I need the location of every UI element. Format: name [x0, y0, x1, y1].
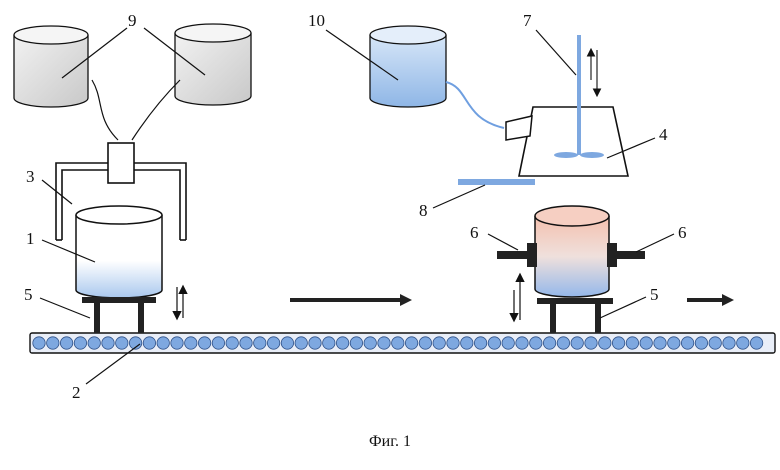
conveyor-roller	[254, 337, 266, 349]
conveyor-roller	[240, 337, 252, 349]
conveyor-roller	[723, 337, 735, 349]
conveyor-roller	[640, 337, 652, 349]
label-5-left: 5	[24, 285, 33, 304]
conveyor-roller	[392, 337, 404, 349]
hose-left	[92, 80, 118, 140]
figure-caption: Фиг. 1	[369, 433, 411, 450]
conveyor-roller	[737, 337, 749, 349]
label-6-right: 6	[678, 223, 687, 242]
conveyor-roller	[185, 337, 197, 349]
conveyor-roller	[502, 337, 514, 349]
label-10: 10	[308, 11, 325, 30]
label-9: 9	[128, 11, 137, 30]
conveyor-roller	[474, 337, 486, 349]
label-4: 4	[659, 125, 668, 144]
conveyor-roller	[543, 337, 555, 349]
conveyor-roller	[171, 337, 183, 349]
conveyor-roller	[654, 337, 666, 349]
label-6-left: 6	[470, 223, 479, 242]
conveyor-roller	[668, 337, 680, 349]
label-1: 1	[26, 229, 35, 248]
conveyor-belt	[30, 333, 775, 353]
conveyor-roller	[88, 337, 100, 349]
conveyor-roller	[681, 337, 693, 349]
tank-9-right	[175, 24, 251, 105]
conveyor-roller	[585, 337, 597, 349]
hose-blue	[446, 82, 504, 128]
conveyor-roller	[198, 337, 210, 349]
conveyor-roller	[419, 337, 431, 349]
lift-arrow-left	[177, 287, 183, 318]
clamp-6-left	[497, 243, 537, 267]
conveyor-roller	[378, 337, 390, 349]
lift-arrow-right	[514, 275, 520, 320]
conveyor-roller	[295, 337, 307, 349]
label-3: 3	[26, 167, 35, 186]
plate-8	[458, 179, 535, 185]
conveyor-roller	[488, 337, 500, 349]
conveyor-roller	[364, 337, 376, 349]
container-right	[535, 206, 609, 297]
mixer-vessel-4	[506, 107, 628, 176]
conveyor-roller	[102, 337, 114, 349]
conveyor-roller	[350, 337, 362, 349]
conveyor-roller	[143, 337, 155, 349]
conveyor-roller	[516, 337, 528, 349]
conveyor-roller	[336, 337, 348, 349]
conveyor-roller	[557, 337, 569, 349]
label-5-right: 5	[650, 285, 659, 304]
clamp-6-right	[607, 243, 645, 267]
conveyor-roller	[695, 337, 707, 349]
conveyor-roller	[626, 337, 638, 349]
conveyor-roller	[750, 337, 762, 349]
label-2: 2	[72, 383, 81, 402]
conveyor-roller	[447, 337, 459, 349]
conveyor-roller	[571, 337, 583, 349]
conveyor-roller	[60, 337, 72, 349]
conveyor-roller	[309, 337, 321, 349]
conveyor-roller	[405, 337, 417, 349]
conveyor-roller	[116, 337, 128, 349]
stirrer-arrow	[591, 50, 597, 95]
conveyor-roller	[612, 337, 624, 349]
stand-5-left	[82, 297, 156, 333]
stand-5-right	[537, 298, 613, 333]
conveyor-roller	[74, 337, 86, 349]
conveyor-roller	[157, 337, 169, 349]
transport-arrow	[290, 294, 412, 306]
exit-arrow	[687, 294, 734, 306]
conveyor-roller	[709, 337, 721, 349]
label-7: 7	[523, 11, 532, 30]
conveyor-roller	[433, 337, 445, 349]
conveyor-roller	[530, 337, 542, 349]
container-1	[76, 206, 162, 298]
conveyor-roller	[323, 337, 335, 349]
conveyor-roller	[281, 337, 293, 349]
conveyor-roller	[267, 337, 279, 349]
conveyor-roller	[47, 337, 59, 349]
conveyor-roller	[33, 337, 45, 349]
tank-10	[370, 26, 446, 107]
conveyor-roller	[461, 337, 473, 349]
conveyor-roller	[212, 337, 224, 349]
conveyor-roller	[226, 337, 238, 349]
conveyor-roller	[599, 337, 611, 349]
hose-right	[132, 80, 180, 140]
label-8: 8	[419, 201, 428, 220]
